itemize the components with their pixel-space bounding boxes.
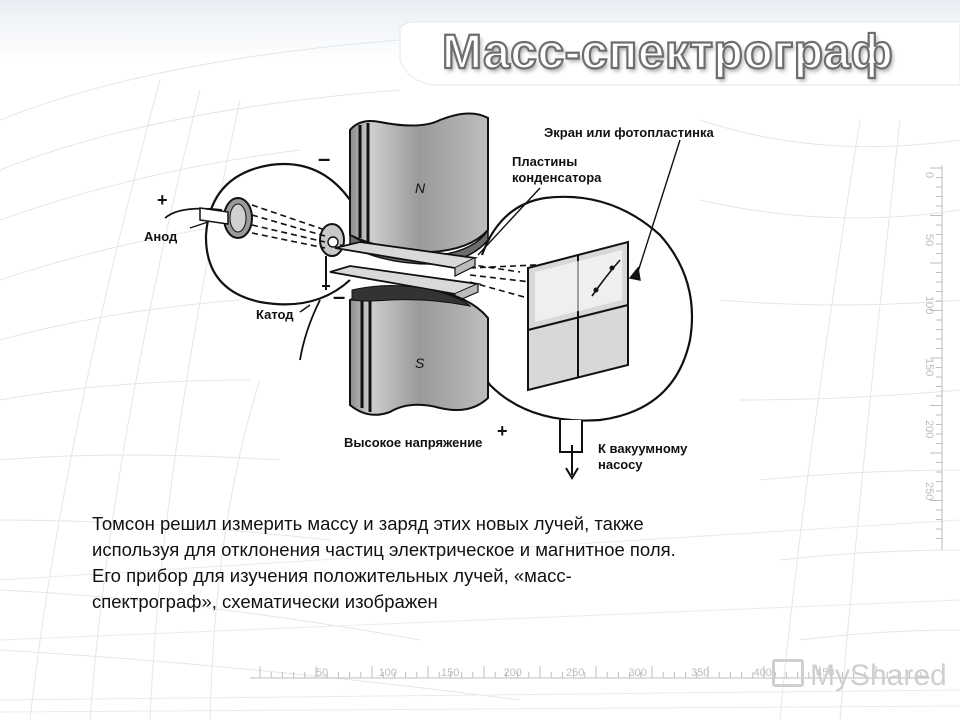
description-line-1: Томсон решил измерить массу и заряд этих… (92, 513, 644, 534)
label-cathode: Катод (256, 307, 294, 322)
right-ruler-label: 250 (923, 482, 935, 500)
label-plates-2: конденсатора (512, 170, 602, 185)
bottom-ruler-label: 50 (316, 667, 328, 679)
watermark-logo: MyShared (772, 656, 947, 696)
description-text: Томсон решил измерить массу и заряд этих… (92, 511, 892, 615)
bottom-ruler-label: 200 (504, 667, 522, 679)
label-pump-1: К вакуумному (598, 441, 688, 456)
bottom-ruler-label: 150 (441, 667, 459, 679)
description-line-3: Его прибор для изучения положительных лу… (92, 565, 572, 586)
right-ruler-label: 100 (923, 296, 935, 314)
label-minus-top: – (318, 146, 330, 171)
label-screen: Экран или фотопластинка (544, 125, 714, 140)
label-plus-voltage: + (497, 421, 508, 441)
label-pole-n: N (415, 180, 426, 196)
right-ruler-label: 0 (923, 172, 935, 178)
bottom-ruler-label: 300 (629, 667, 647, 679)
presentation-icon (772, 659, 804, 687)
label-pole-s: S (415, 355, 425, 371)
label-pump-2: насосу (598, 457, 643, 472)
bottom-ruler-label: 450 (816, 667, 834, 679)
bottom-ruler-label: 100 (379, 667, 397, 679)
label-anode: Анод (144, 229, 178, 244)
label-plus-anode: + (157, 190, 168, 210)
right-ruler: 0 50 100 150 200 250 (923, 165, 943, 550)
pump-arrow (565, 445, 579, 480)
slide-title: Масс-спектрограф (441, 25, 894, 80)
bottom-ruler-label: 250 (566, 667, 584, 679)
description-line-4: спектрограф», схематически изображен (92, 591, 438, 612)
bottom-ruler-label: 350 (691, 667, 709, 679)
bottom-ruler: 50 100 150 200 250 300 350 400 450 (250, 666, 930, 679)
right-ruler-label: 150 (923, 358, 935, 376)
watermark-text: MyShared (810, 659, 947, 692)
title-tab (399, 21, 960, 86)
label-high-voltage: Высокое напряжение (344, 435, 482, 450)
label-minus-bottom: – (333, 284, 345, 309)
label-plates-1: Пластины (512, 154, 577, 169)
bottom-ruler-label: 400 (754, 667, 772, 679)
right-ruler-label: 50 (923, 234, 935, 246)
right-ruler-label: 200 (923, 420, 935, 438)
description-line-2: используя для отклонения частиц электрич… (92, 539, 676, 560)
